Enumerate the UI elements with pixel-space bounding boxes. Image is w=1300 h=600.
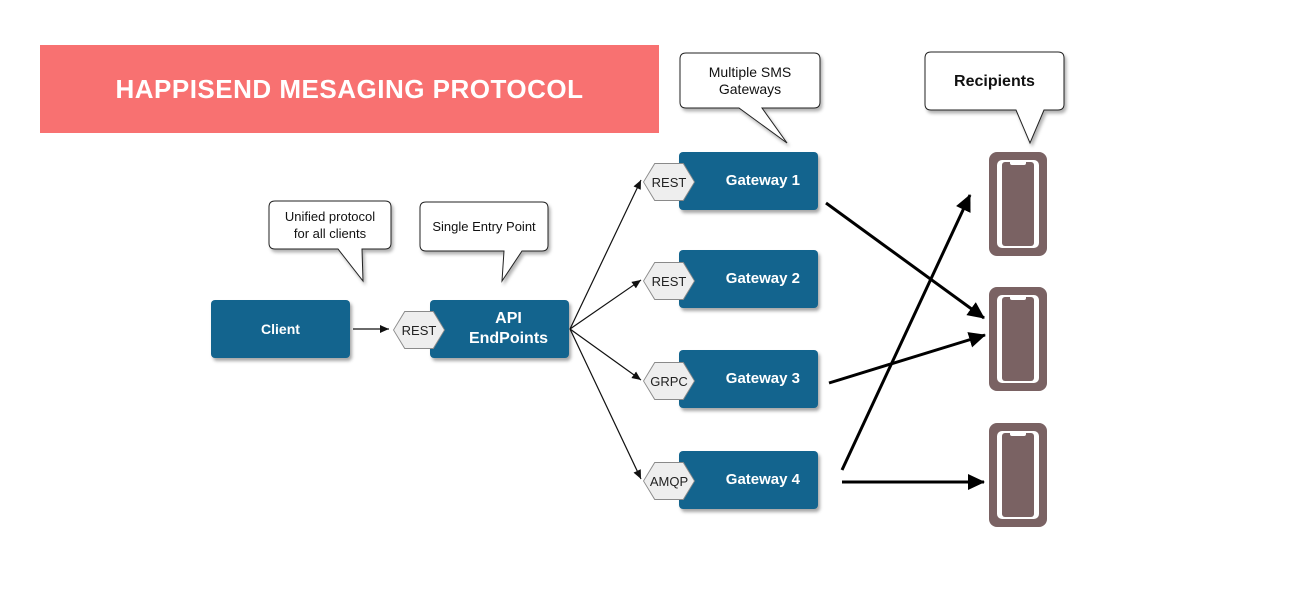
gateway-3-protocol-badge: GRPC <box>644 363 694 399</box>
gateway-3-node: Gateway 3 <box>679 350 818 408</box>
gateway-4-node: Gateway 4 <box>679 451 818 509</box>
callout-entry-text: Single Entry Point <box>432 219 536 234</box>
api-endpoints-label: API EndPoints <box>468 310 549 347</box>
gateway-3-label: Gateway 3 <box>725 370 800 387</box>
diagram-title: HAPPISEND MESAGING PROTOCOL <box>115 73 584 104</box>
callout-unified-text: Unified protocol for all clients <box>284 209 376 241</box>
client-label: Client <box>261 321 300 337</box>
client-node: Client <box>211 300 350 358</box>
gateway-2-node: Gateway 2 <box>679 250 818 308</box>
connector-api-gateway-3 <box>569 328 642 381</box>
callout-entry-bubble <box>419 201 549 283</box>
callout-recipients-bubble <box>924 51 1065 145</box>
connector-gateway-4-recipient-1 <box>840 194 972 471</box>
connector-api-gateway-2 <box>569 279 642 330</box>
connector-gateway-1-recipient-2 <box>825 201 985 320</box>
callout-unified-bubble <box>268 200 392 283</box>
connector-api-gateway-1 <box>569 179 642 330</box>
recipient-phone-3 <box>989 423 1047 527</box>
gateway-1-protocol-badge: REST <box>644 164 694 200</box>
callout-gateways-bubble <box>679 52 821 144</box>
recipient-phone-1 <box>989 152 1047 256</box>
connector-gateway-3-recipient-2 <box>828 332 986 385</box>
api-protocol-badge: REST <box>394 312 444 348</box>
gateway-1-node: Gateway 1 <box>679 152 818 210</box>
gateway-2-label: Gateway 2 <box>725 270 800 287</box>
gateway-1-label: Gateway 1 <box>725 172 800 189</box>
gateway-4-label: Gateway 4 <box>725 471 800 488</box>
gateway-4-protocol-badge: AMQP <box>644 463 694 499</box>
recipient-phone-2 <box>989 287 1047 391</box>
callout-recipients-text: Recipients <box>954 72 1035 90</box>
connector-api-gateway-4 <box>569 328 642 480</box>
api-endpoints-node: API EndPoints <box>430 300 569 358</box>
gateway-2-protocol-badge: REST <box>644 263 694 299</box>
callout-gateways-text: Multiple SMS Gateways <box>708 63 792 97</box>
title-banner: HAPPISEND MESAGING PROTOCOL <box>40 45 659 133</box>
